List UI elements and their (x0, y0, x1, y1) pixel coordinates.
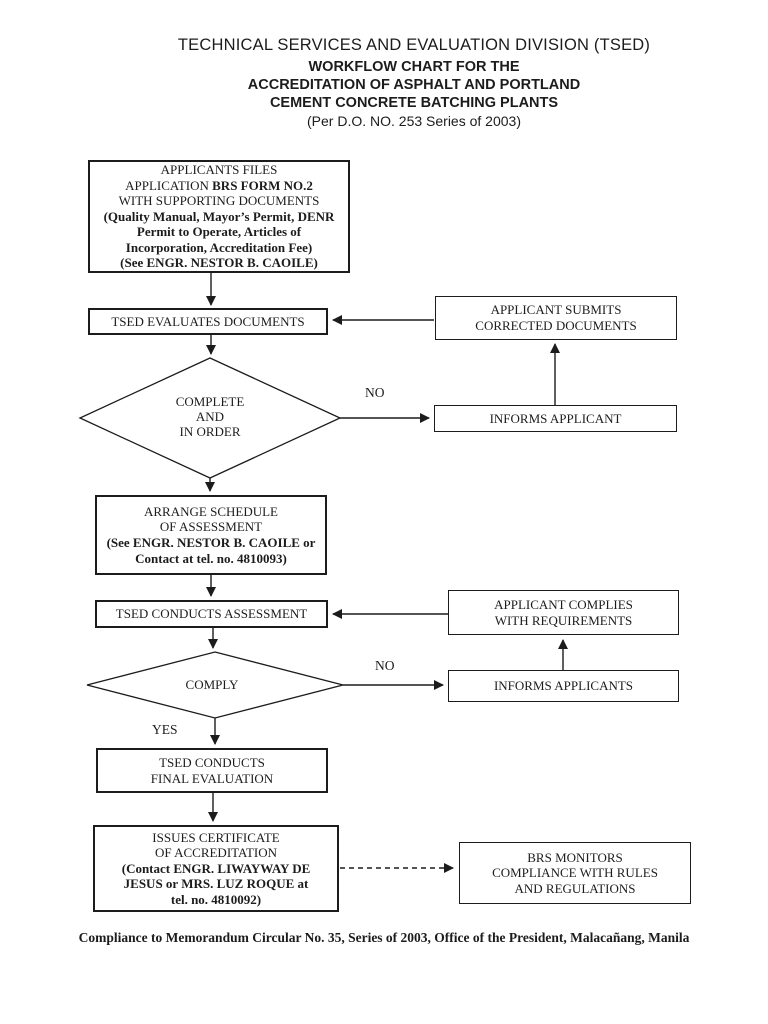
decision-text-complete-in-order: COMPLETE AND IN ORDER (130, 394, 290, 439)
page-header: TECHNICAL SERVICES AND EVALUATION DIVISI… (60, 36, 768, 129)
chart-title-line2: ACCREDITATION OF ASPHALT AND PORTLAND (247, 77, 581, 93)
box-line: INFORMS APPLICANT (489, 410, 622, 426)
division-title: TECHNICAL SERVICES AND EVALUATION DIVISI… (177, 36, 651, 54)
box-informs-applicants: INFORMS APPLICANTS (448, 670, 679, 702)
label-no-complete-branch: NO (365, 385, 385, 400)
box-line: APPLICATION BRS FORM NO.2 (125, 178, 313, 194)
box-tsed-evaluates-documents: TSED EVALUATES DOCUMENTS (88, 308, 328, 335)
footer-note: Compliance to Memorandum Circular No. 35… (78, 930, 690, 945)
box-applicant-submits-corrected-documents: APPLICANT SUBMITS CORRECTED DOCUMENTS (435, 296, 677, 340)
box-line: INFORMS APPLICANTS (493, 678, 634, 694)
box-line: WITH REQUIREMENTS (494, 612, 633, 628)
box-line: COMPLIANCE WITH RULES (492, 865, 658, 881)
decision-text-comply: COMPLY (132, 677, 292, 692)
box-line: CORRECTED DOCUMENTS (475, 318, 637, 333)
box-line: (Quality Manual, Mayor’s Permit, DENR (103, 208, 335, 224)
box-line: TSED EVALUATES DOCUMENTS (111, 313, 305, 329)
chart-title-line1: WORKFLOW CHART FOR THE (308, 59, 520, 75)
box-arrange-schedule-of-assessment: ARRANGE SCHEDULE OF ASSESSMENT (See ENGR… (95, 495, 327, 575)
box-line: BRS MONITORS (527, 849, 623, 865)
label-yes-comply-branch: YES (152, 722, 178, 737)
box-line: Permit to Operate, Articles of (136, 224, 302, 240)
decision-diamond-complete-in-order (78, 357, 342, 479)
decision-line: IN ORDER (179, 424, 241, 439)
decision-diamond-comply (86, 651, 344, 719)
box-line: APPLICANTS FILES (160, 161, 278, 177)
decision-line: COMPLY (185, 677, 239, 692)
box-line: TSED CONDUCTS ASSESSMENT (115, 606, 308, 622)
box-applicant-complies-with-requirements: APPLICANT COMPLIES WITH REQUIREMENTS (448, 590, 679, 635)
box-line: APPLICANT SUBMITS (490, 302, 622, 318)
box-line: WITH SUPPORTING DOCUMENTS (118, 193, 320, 209)
box-line: tel. no. 4810092) (170, 891, 262, 907)
box-applicant-files-application: APPLICANTS FILES APPLICATION BRS FORM NO… (88, 160, 350, 273)
box-line: ARRANGE SCHEDULE (144, 503, 278, 519)
box-line: TSED CONDUCTS (159, 754, 265, 770)
reference-line: (Per D.O. NO. 253 Series of 2003) (307, 113, 521, 129)
box-line: OF ASSESSMENT (159, 519, 263, 535)
box-line: Contact at tel. no. 4810093) (135, 550, 287, 566)
box-line-bold-text: BRS FORM NO.2 (212, 177, 313, 193)
box-brs-monitors-compliance: BRS MONITORS COMPLIANCE WITH RULES AND R… (459, 842, 691, 904)
box-tsed-conducts-final-evaluation: TSED CONDUCTS FINAL EVALUATION (96, 748, 328, 793)
chart-title-line3: CEMENT CONCRETE BATCHING PLANTS (269, 95, 559, 111)
box-line: (See ENGR. NESTOR B. CAOILE) (120, 255, 318, 271)
box-line: (See ENGR. NESTOR B. CAOILE or (106, 535, 316, 550)
box-tsed-conducts-assessment: TSED CONDUCTS ASSESSMENT (95, 600, 328, 628)
decision-line: AND (195, 409, 225, 424)
box-line: OF ACCREDITATION (154, 845, 278, 861)
label-no-comply-branch: NO (375, 658, 395, 673)
box-line: JESUS or MRS. LUZ ROQUE at (123, 876, 309, 892)
box-line: (Contact ENGR. LIWAYWAY DE (121, 860, 311, 876)
box-issues-certificate-of-accreditation: ISSUES CERTIFICATE OF ACCREDITATION (Con… (93, 825, 339, 912)
box-line: Incorporation, Accreditation Fee) (125, 239, 313, 255)
box-line: APPLICANT COMPLIES (494, 596, 633, 612)
box-line: FINAL EVALUATION (150, 770, 274, 786)
box-line-text: APPLICATION (125, 177, 213, 193)
box-line: ISSUES CERTIFICATE (152, 829, 280, 845)
box-informs-applicant: INFORMS APPLICANT (434, 405, 677, 432)
decision-line: COMPLETE (175, 394, 245, 409)
box-line: AND REGULATIONS (514, 880, 636, 896)
